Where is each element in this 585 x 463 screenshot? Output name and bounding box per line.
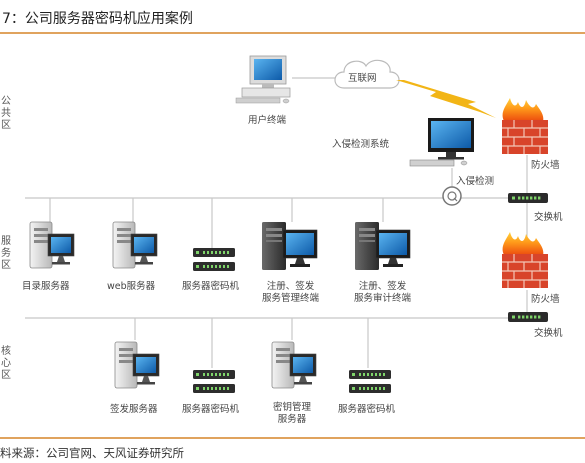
web-server-label: web服务器 [107,281,156,292]
source-note: 料来源：公司官网、天风证券研究所 [0,446,184,460]
directory-server-icon [29,221,75,269]
crypto-core2-rack1-icon [349,370,391,379]
internet-cloud-icon [334,59,400,89]
signing-server-icon [114,341,160,389]
ids-label: 入侵检测 [456,176,495,187]
page-title: 7：公司服务器密码机应用案例 [2,11,193,27]
user-terminal-label: 用户终端 [248,115,287,126]
switch-top-label: 交换机 [534,212,563,223]
reg-mgmt-terminal-label: 注册、签发 服务管理终端 [262,281,320,304]
title-bar: 7：公司服务器密码机应用案例 [0,0,585,34]
switch-bottom-label: 交换机 [534,328,563,339]
reg-audit-terminal-label: 注册、签发 服务审计终端 [354,281,412,304]
firewall-top-icon [501,97,549,155]
lightning-icon [396,80,496,118]
user-terminal-icon [235,55,291,104]
zone-label-service: 服务区 [1,236,11,271]
ids-monitor-icon [409,118,474,167]
crypto-core2-label: 服务器密码机 [338,404,396,415]
crypto-service-label: 服务器密码机 [182,281,240,292]
ids-system-label: 入侵检测系统 [332,139,390,150]
crypto-core1-rack1-icon [193,370,235,379]
key-mgmt-server-icon [271,341,317,389]
zone-label-core: 核心区 [1,346,11,381]
ids-probe-icon [442,186,462,206]
reg-audit-terminal-icon [354,221,411,271]
signing-server-label: 签发服务器 [110,404,158,415]
switch-bottom-icon [508,312,548,322]
directory-server-label: 目录服务器 [22,281,70,292]
crypto-core1-rack2-icon [193,384,235,393]
firewall-top-label: 防火墙 [531,160,560,171]
key-mgmt-server-label: 密钥管理 服务器 [273,402,312,425]
crypto-core2-rack2-icon [349,384,391,393]
web-server-icon [112,221,158,269]
crypto-core1-label: 服务器密码机 [182,404,240,415]
switch-top-icon [508,193,548,203]
internet-label: 互联网 [348,73,377,84]
crypto-service-rack2-icon [193,262,235,271]
firewall-mid-icon [501,231,549,289]
crypto-service-rack1-icon [193,248,235,257]
connection-lines [25,77,528,368]
zone-label-public: 公共区 [1,96,11,131]
source-bar: 料来源：公司官网、天风证券研究所 [0,437,585,463]
firewall-mid-label: 防火墙 [531,294,560,305]
reg-mgmt-terminal-icon [261,221,318,271]
